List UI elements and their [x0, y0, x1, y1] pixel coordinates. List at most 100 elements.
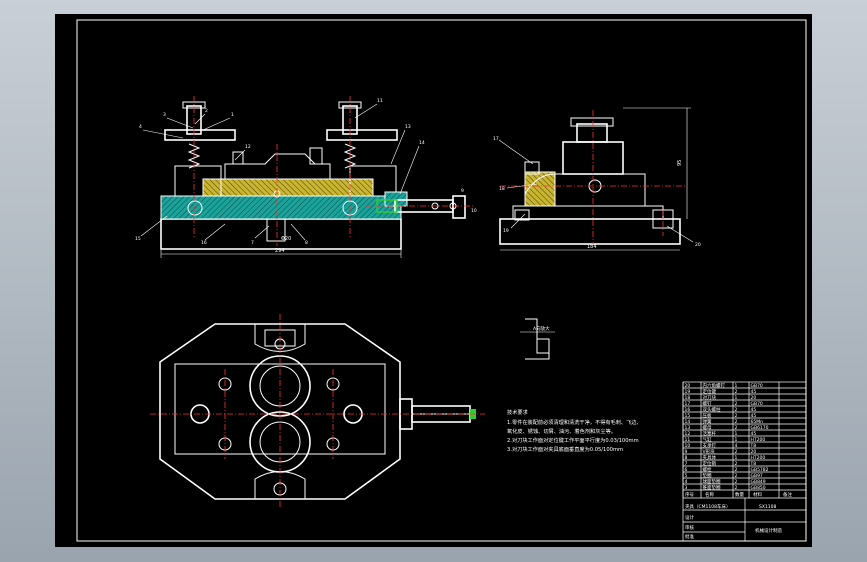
tb-school: 机械设计制造 — [755, 527, 782, 534]
cad-drawing: 294 Φ20 4 3 2 1 12 11 13 14 15 16 7 8 9 — [76, 19, 807, 542]
tb-part-cell: 定位销 — [703, 460, 717, 467]
tb-part-cell: 支承钉 — [703, 442, 717, 449]
notes-line-3: 2.对刀块工作面对定位键工作平面平行度为0.03/100mm — [507, 436, 639, 444]
tb-part-cell: 内六角螺钉 — [703, 382, 726, 389]
tb-designer: 设计 — [685, 514, 694, 521]
tb-part-cell: 夹具体 — [703, 454, 717, 461]
tb-part-cell: 11 — [685, 437, 691, 443]
tb-part-cell: T8 — [750, 461, 757, 467]
tb-part-cell: 20 — [751, 395, 757, 401]
tb-checker: 审核 — [685, 524, 694, 531]
tb-part-cell: 双头螺柱 — [703, 406, 721, 413]
tb-part-cell: 活塞杆 — [703, 430, 717, 437]
top-view — [150, 314, 485, 509]
tb-part-cell: 8 — [685, 455, 688, 461]
tb-part-cell: GB5782 — [751, 467, 769, 473]
callout-3: 3 — [163, 112, 166, 118]
tb-part-cell: 45 — [751, 431, 757, 437]
notes-line-1: 1.零件在装配前必须清理和清洗干净，不得有毛刺、飞边、 — [507, 418, 642, 426]
callout-18: 18 — [499, 186, 505, 192]
tb-part-cell: 2 — [735, 485, 738, 491]
tb-drawing-code: SX1108 — [759, 504, 777, 510]
tb-part-cell: 1 — [735, 431, 738, 437]
callout-12: 12 — [245, 144, 251, 150]
callout-16: 16 — [201, 240, 207, 246]
tb-part-cell: 1 — [735, 383, 738, 389]
tb-part-cell: 螺栓 — [703, 466, 712, 473]
tb-header-name: 名称 — [705, 491, 714, 498]
tb-part-cell: T8 — [750, 443, 757, 449]
callout-2: 2 — [205, 108, 208, 114]
callout-9: 9 — [461, 188, 464, 194]
technical-notes: 技术要求 1.零件在装配前必须清理和清洗干净，不得有毛刺、飞边、 氧化皮、锈蚀、… — [507, 408, 642, 453]
drawing-sheet: 294 Φ20 4 3 2 1 12 11 13 14 15 16 7 8 9 — [55, 14, 812, 547]
tb-part-cell: 对刀块 — [703, 394, 717, 401]
tb-part-cell: 气缸 — [703, 436, 712, 443]
tb-part-cell: 2 — [735, 389, 738, 395]
tb-part-cell: 18 — [685, 395, 691, 401]
tb-part-cell: 球面垫圈 — [703, 478, 721, 485]
callout-1: 1 — [231, 112, 234, 118]
tb-header-no: 序号 — [685, 491, 694, 498]
tb-part-cell: GB70 — [751, 401, 763, 407]
callout-13: 13 — [405, 124, 411, 130]
tb-header-material: 材料 — [753, 491, 762, 498]
tb-part-cell: 45 — [751, 407, 757, 413]
tb-part-cell: 16 — [685, 407, 691, 413]
tb-part-cell: 3 — [685, 485, 688, 491]
tb-part-cell: 2 — [735, 473, 738, 479]
tb-header-qty: 数量 — [735, 491, 744, 498]
tb-part-cell: 弹簧 — [703, 418, 712, 425]
tb-part-cell: HT200 — [751, 455, 766, 461]
front-view: 294 Φ20 4 3 2 1 12 11 13 14 15 16 7 8 9 — [135, 96, 477, 258]
tb-part-cell: GB849 — [751, 479, 766, 485]
callout-11: 11 — [377, 98, 383, 104]
tb-part-cell: 2 — [735, 479, 738, 485]
tb-part-cell: 1 — [735, 455, 738, 461]
tb-part-cell: 4 — [735, 443, 738, 449]
callout-19: 19 — [503, 228, 509, 234]
tb-part-cell: GB70 — [751, 383, 763, 389]
callout-8: 8 — [305, 240, 308, 246]
tb-part-cell: 13 — [685, 425, 691, 431]
tb-part-cell: 65Mn — [751, 419, 764, 425]
tb-part-cell: 螺钉 — [703, 400, 712, 407]
drawing-border — [76, 19, 807, 542]
tb-header-remark: 备注 — [783, 491, 792, 498]
tb-part-cell: 45 — [751, 389, 757, 395]
tb-part-cell: 2 — [735, 419, 738, 425]
tb-part-cell: 螺母 — [703, 424, 712, 431]
tb-part-cell: 压板 — [703, 412, 712, 419]
tb-part-cell: 20 — [751, 449, 757, 455]
tb-part-cell: 20 — [685, 383, 691, 389]
tb-part-cell: 1 — [735, 437, 738, 443]
side-view: 184 95 17 18 19 20 — [493, 107, 701, 251]
tb-part-cell: 2 — [735, 407, 738, 413]
detail-view: A向放大 — [520, 318, 555, 360]
front-dim-length: 294 — [275, 248, 285, 254]
callout-4: 4 — [139, 124, 142, 130]
tb-part-cell: HT200 — [751, 437, 766, 443]
tb-part-cell: 15 — [685, 413, 691, 419]
tb-part-cell: 14 — [685, 419, 691, 425]
tb-part-cell: 9 — [685, 449, 688, 455]
tb-part-cell: 2 — [735, 425, 738, 431]
callout-15: 15 — [135, 236, 141, 242]
tb-part-cell: 2 — [735, 467, 738, 473]
callout-10: 10 — [471, 208, 477, 214]
side-dim-width: 184 — [587, 244, 597, 250]
tb-part-cell: 2 — [735, 401, 738, 407]
callout-14: 14 — [419, 140, 425, 146]
callout-17: 17 — [493, 136, 499, 142]
notes-line-4: 3.对刀块工作面对夹具底面垂直度为0.05/100mm — [507, 445, 623, 453]
tb-part-cell: GB6170 — [751, 425, 769, 431]
tb-part-cell: 锥面垫圈 — [703, 484, 721, 491]
tb-part-cell: 垫圈 — [703, 472, 712, 479]
callout-7: 7 — [251, 240, 254, 246]
tb-part-cell: GB850 — [751, 485, 766, 491]
tb-part-cell: 6 — [685, 467, 688, 473]
side-dim-height: 95 — [677, 160, 683, 166]
tb-approver: 批准 — [685, 533, 694, 540]
tb-part-cell: 10 — [685, 443, 691, 449]
